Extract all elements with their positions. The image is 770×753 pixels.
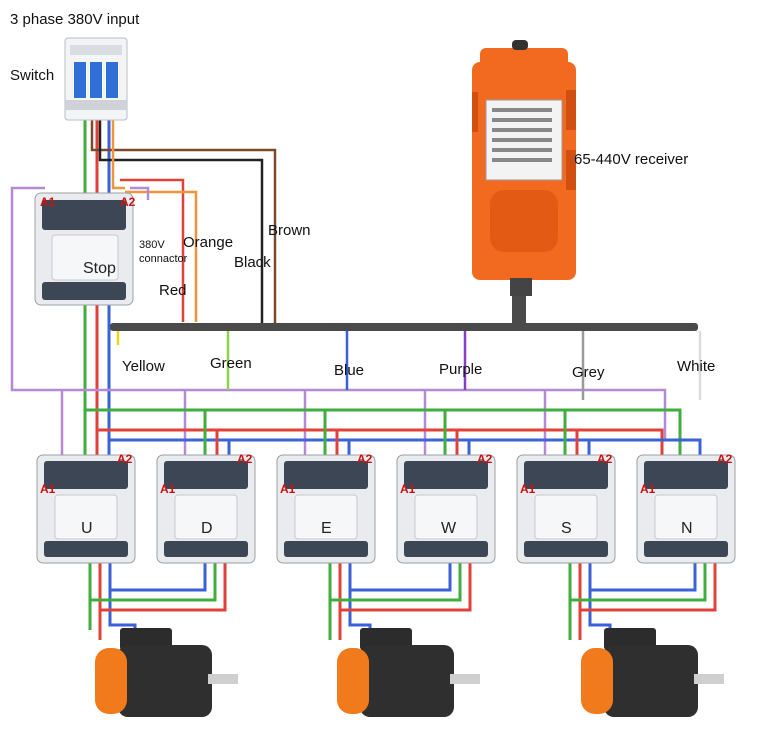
a2-terminal: A2 bbox=[477, 452, 493, 466]
contactor-letter: N bbox=[681, 520, 693, 537]
control-purple-wires bbox=[10, 186, 667, 455]
stop-a1-terminal: A1 bbox=[40, 195, 56, 209]
a2-terminal: A2 bbox=[597, 452, 613, 466]
a2-terminal: A2 bbox=[357, 452, 373, 466]
bus-label-green: Green bbox=[210, 355, 252, 372]
a1-terminal: A1 bbox=[280, 482, 296, 496]
receiver-bus bbox=[110, 295, 702, 400]
orange-wire-label: Orange bbox=[183, 234, 233, 251]
stop-label: Stop bbox=[83, 260, 116, 277]
contactor-w: A1 A2W bbox=[396, 452, 496, 564]
contactor-n: A1 A2N bbox=[636, 452, 736, 564]
contactor-letter: S bbox=[561, 520, 572, 537]
black-wire-label: Black bbox=[234, 254, 271, 271]
connector-label-line2: connactor bbox=[139, 253, 188, 265]
contactor-letter: W bbox=[441, 520, 457, 537]
motor-wires bbox=[88, 560, 717, 640]
motor-1 bbox=[95, 628, 238, 717]
bus-label-yellow: Yellow bbox=[122, 358, 165, 375]
a1-terminal: A1 bbox=[160, 482, 176, 496]
a2-terminal: A2 bbox=[237, 452, 253, 466]
contactor-d: A1 A2D bbox=[156, 452, 256, 564]
a2-terminal: A2 bbox=[117, 452, 133, 466]
a1-terminal: A1 bbox=[520, 482, 536, 496]
bus-label-purple: Purple bbox=[439, 361, 482, 378]
receiver-label: 65-440V receiver bbox=[574, 151, 688, 168]
bus-label-grey: Grey bbox=[572, 364, 605, 381]
a1-terminal: A1 bbox=[640, 482, 656, 496]
connector-label-line1: 380V bbox=[139, 239, 165, 251]
input-label: 3 phase 380V input bbox=[10, 11, 140, 28]
contactor-row: A1 A2U A1 A2D A1 A2E A1 A2W A1 A2S A1 A2N bbox=[36, 452, 736, 564]
contactor-e: A1 A2E bbox=[276, 452, 376, 564]
radio-receiver-icon bbox=[472, 40, 576, 296]
circuit-breaker-icon bbox=[64, 37, 128, 121]
switch-label: Switch bbox=[10, 67, 54, 84]
red-wire-label: Red bbox=[159, 282, 187, 299]
brown-wire-label: Brown bbox=[268, 222, 311, 239]
contactor-u: A1 A2U bbox=[36, 452, 136, 564]
contactor-s: A1 A2S bbox=[516, 452, 616, 564]
a1-terminal: A1 bbox=[40, 482, 56, 496]
motor-2 bbox=[337, 628, 480, 717]
stop-contactor bbox=[34, 192, 134, 306]
stop-a2-terminal: A2 bbox=[120, 195, 136, 209]
contactor-letter: D bbox=[201, 520, 213, 537]
contactor-letter: U bbox=[81, 520, 93, 537]
bus-label-white: White bbox=[677, 358, 715, 375]
bus-label-blue: Blue bbox=[334, 362, 364, 379]
motor-3 bbox=[581, 628, 724, 717]
a1-terminal: A1 bbox=[400, 482, 416, 496]
a2-terminal: A2 bbox=[717, 452, 733, 466]
contactor-letter: E bbox=[321, 520, 332, 537]
phase-distribution bbox=[83, 408, 702, 455]
